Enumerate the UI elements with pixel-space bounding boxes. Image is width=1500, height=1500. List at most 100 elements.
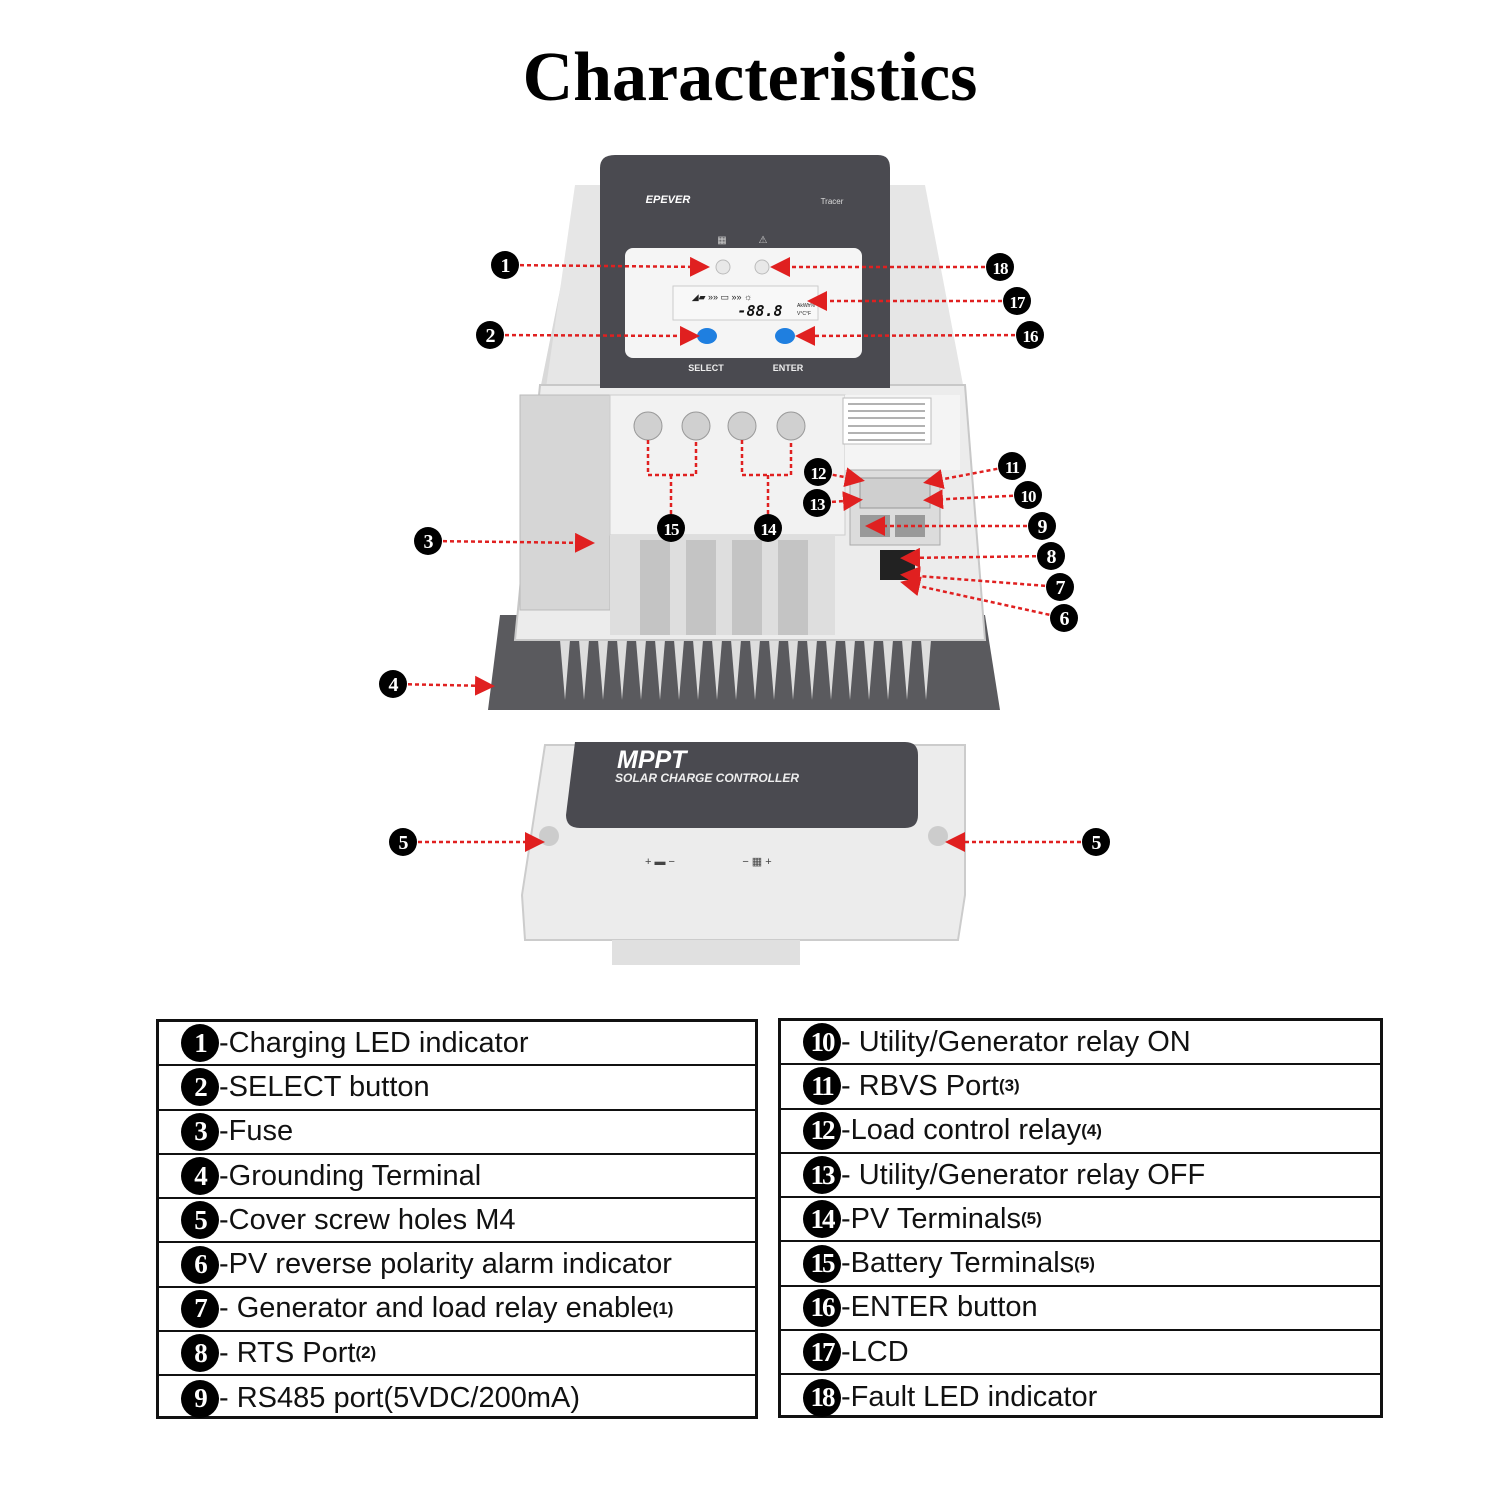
legend-text: -Fuse (219, 1115, 294, 1148)
legend-text: - RBVS Port (841, 1069, 999, 1102)
footnote-ref: (2) (355, 1343, 377, 1363)
enter-label: ENTER (773, 363, 804, 373)
legend-number: 14 (803, 1200, 841, 1239)
legend-row: 8- RTS Port(2) (159, 1332, 755, 1377)
callout-1: 1 (491, 251, 710, 279)
callout-arrow (831, 491, 863, 512)
callout-badge (379, 670, 407, 698)
legend-row: 12-Load control relay(4) (781, 1110, 1380, 1154)
callout-15: 15 (657, 514, 685, 542)
heatsink-fin (655, 640, 665, 700)
legend-row: 2-SELECT button (159, 1066, 755, 1111)
callout-number: 18 (993, 259, 1009, 278)
callout-badge (657, 514, 685, 542)
callout-8: 8 (900, 542, 1065, 570)
callout-16: 16 (795, 321, 1044, 349)
terminal-brackets (646, 440, 793, 515)
legend-text: -Charging LED indicator (219, 1026, 529, 1059)
lcd-flow-icons: ◢▰ »» ▭ »» ☼ (692, 292, 753, 302)
footnote-ref: (5) (1074, 1253, 1095, 1273)
terminal-slot (640, 540, 670, 635)
callout-badge (1050, 604, 1078, 632)
legend-row: 9- RS485 port(5VDC/200mA) (159, 1376, 755, 1420)
legend-text: - RS485 port(5VDC/200mA) (219, 1382, 581, 1415)
cover-subtitle: SOLAR CHARGE CONTROLLER (615, 771, 799, 785)
charging-led (715, 259, 731, 275)
legend-number: 4 (181, 1157, 219, 1196)
footnote-ref: (3) (998, 1076, 1020, 1096)
callout-arrow (900, 566, 1046, 588)
callout-2: 2 (476, 321, 700, 349)
callout-number: 14 (761, 520, 778, 539)
callout-arrow (519, 256, 710, 277)
callout-number: 17 (1010, 293, 1027, 312)
legend-text: - Utility/Generator relay OFF (841, 1158, 1206, 1191)
heatsink-fin (769, 640, 779, 700)
brand-logo: EPEVER (646, 194, 691, 206)
legend-row: 1-Charging LED indicator (159, 1022, 755, 1067)
legend-row: 14-PV Terminals(5) (781, 1198, 1380, 1243)
callout-number: 3 (424, 531, 434, 553)
callout-11: 11 (923, 452, 1026, 490)
heatsink-fin (617, 640, 627, 700)
callout-arrow (900, 576, 1050, 616)
front-panel: EPEVER Tracer ▦ ⚠ ◢▰ »» ▭ »» ☼ -88.8 AkW… (600, 155, 890, 388)
callout-badge (414, 527, 442, 555)
heatsink-fin (902, 640, 912, 700)
heatsink-fin (750, 640, 760, 700)
legend-row: 3-Fuse (159, 1111, 755, 1155)
legend-text: -Cover screw holes M4 (219, 1203, 516, 1236)
callout-badge (803, 489, 831, 517)
callout-arrow (407, 675, 495, 696)
battery-polarity-icon: + ▬ − (645, 856, 675, 868)
heatsink-fin (731, 640, 741, 700)
terminal-cover: MPPT SOLAR CHARGE CONTROLLER + ▬ − − ▦ + (520, 742, 966, 965)
callout-arrow (832, 467, 865, 488)
callout-9: 9 (865, 512, 1056, 540)
callout-badge (1016, 321, 1044, 349)
legend-text: -PV Terminals (841, 1202, 1021, 1235)
callout-badge (1003, 287, 1031, 315)
legend-row: 11- RBVS Port(3) (781, 1065, 1380, 1110)
callout-4: 4 (379, 670, 495, 698)
terminal-slot (686, 540, 716, 635)
legend-number: 7 (181, 1289, 219, 1328)
legend-number: 12 (803, 1111, 841, 1150)
legend-number: 18 (803, 1378, 841, 1417)
legend-number: 17 (803, 1333, 841, 1372)
heatsink-fin (845, 640, 855, 700)
heatsink-fin (807, 640, 817, 700)
callout-number: 5 (399, 832, 409, 854)
callout-arrow (923, 489, 1014, 510)
enter-button[interactable] (775, 328, 795, 344)
legend-row: 17-LCD (781, 1331, 1380, 1376)
lcd-value: -88.8 (737, 302, 782, 320)
callout-number: 7 (1056, 577, 1066, 599)
callout-10: 10 (923, 481, 1042, 510)
legend-number: 3 (181, 1112, 219, 1151)
legend-text: - Utility/Generator relay ON (841, 1025, 1191, 1058)
select-button[interactable] (697, 328, 717, 344)
callout-17: 17 (807, 287, 1031, 315)
heatsink-fin (788, 640, 798, 700)
legend-row: 5-Cover screw holes M4 (159, 1199, 755, 1244)
legend-row: 10- Utility/Generator relay ON (781, 1021, 1380, 1066)
legend-text: -Fault LED indicator (841, 1381, 1098, 1414)
callout-number: 11 (1005, 458, 1020, 477)
legend-number: 1 (181, 1024, 219, 1063)
page-title: Characteristics (522, 39, 978, 116)
callout-badge (754, 514, 782, 542)
legend-number: 11 (803, 1067, 841, 1106)
legend-text: - RTS Port (219, 1336, 356, 1369)
heatsink-fin (598, 640, 608, 700)
callout-13: 13 (803, 489, 863, 517)
callout-6: 6 (900, 576, 1078, 632)
footnote-ref: (5) (1020, 1209, 1042, 1229)
heatsink-fin (560, 640, 570, 700)
heatsink-fin (883, 640, 893, 700)
callout-arrow (923, 467, 998, 490)
callout-number: 8 (1047, 546, 1057, 568)
legend-text: -SELECT button (219, 1070, 430, 1103)
legend-row: 15-Battery Terminals (5) (781, 1242, 1380, 1287)
